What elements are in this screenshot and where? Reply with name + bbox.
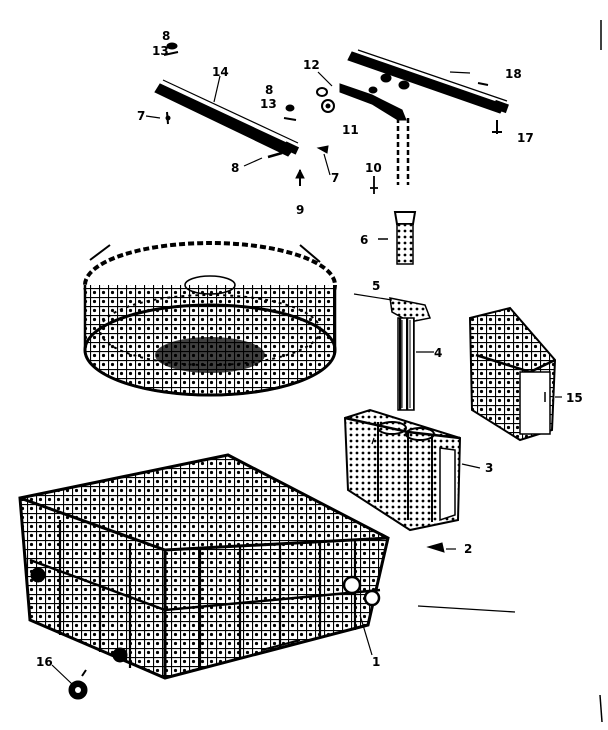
label-6: 6: [360, 233, 368, 247]
leader-lines: [51, 71, 562, 685]
label-11: 11: [342, 123, 359, 137]
label-7-left: 7: [137, 109, 145, 123]
label-10: 10: [365, 161, 382, 175]
part-14-rail: [154, 79, 300, 157]
label-2: 2: [464, 542, 472, 556]
callout-labels: 8 13 14 7 8 13 8 9 7 10 12 11 18 17 6 5 …: [36, 29, 583, 669]
part-6-coupling: [378, 211, 417, 265]
part-4-tube: [397, 317, 415, 411]
label-3: 3: [485, 461, 493, 475]
part-15-small-basket: [468, 306, 557, 442]
label-5: 5: [372, 279, 380, 293]
label-9: 9: [296, 203, 304, 217]
label-17: 17: [517, 131, 534, 145]
part-17-clip: [492, 120, 502, 134]
part-12-bracket: [316, 73, 410, 121]
part-1-lower-rack: [18, 453, 390, 680]
part-2-stop: [426, 542, 445, 553]
part-3-silverware-basket: [343, 408, 462, 532]
label-18: 18: [505, 67, 522, 81]
label-13-top: 13: [152, 44, 169, 58]
upper-rack: [83, 241, 337, 397]
label-13-mid: 13: [260, 97, 277, 111]
label-7-right: 7: [331, 171, 339, 185]
label-8-top: 8: [162, 29, 170, 43]
part-16-roller: [68, 669, 88, 700]
stray-line: [417, 605, 516, 613]
stray-mark-bottom: [599, 694, 603, 723]
label-1: 1: [372, 655, 380, 669]
label-16: 16: [36, 655, 53, 669]
label-8-mid: 8: [265, 83, 273, 97]
hardware-top-left: [163, 42, 329, 186]
label-4: 4: [434, 346, 442, 360]
label-14: 14: [212, 65, 229, 79]
part-5-cap: [389, 297, 432, 323]
part-18-rail: [347, 49, 509, 114]
label-8-bottom: 8: [231, 161, 239, 175]
part-tube-riser: [370, 118, 410, 194]
label-15: 15: [566, 391, 583, 405]
label-12: 12: [303, 58, 320, 72]
